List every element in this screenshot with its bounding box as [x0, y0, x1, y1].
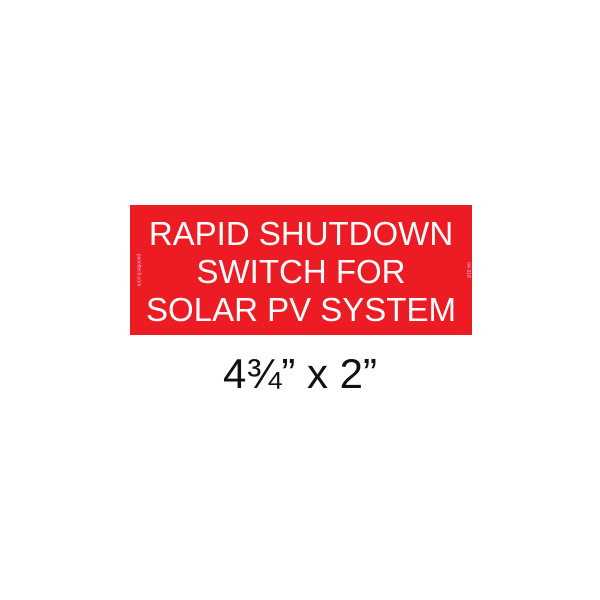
- dimensions-caption: 4¾” x 2”: [222, 350, 378, 397]
- label-line-1: RAPID SHUTDOWN: [148, 215, 454, 252]
- label-line-2: SWITCH FOR: [196, 253, 406, 290]
- rapid-shutdown-label: RAPID SHUTDOWN SWITCH FOR SOLAR PV SYSTE…: [130, 205, 472, 335]
- part-number: 04-318: [465, 262, 472, 278]
- manufacturer-text: paneltech.com: [135, 253, 142, 287]
- label-line-3: SOLAR PV SYSTEM: [146, 291, 456, 328]
- label-text: RAPID SHUTDOWN SWITCH FOR SOLAR PV SYSTE…: [130, 215, 472, 329]
